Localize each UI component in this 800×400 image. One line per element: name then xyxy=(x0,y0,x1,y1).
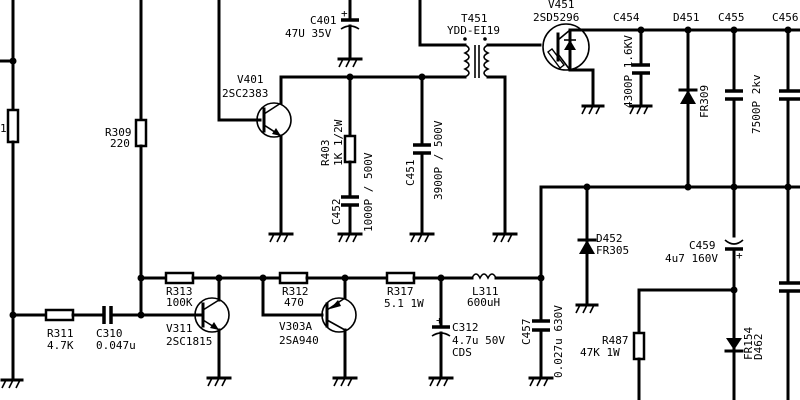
capacitor-c456: C456 xyxy=(772,11,800,284)
c312-plus-sign: + xyxy=(436,314,443,327)
resistor-r403: R403 1K 1/2W xyxy=(319,119,357,167)
transistor-v451: V451 2SD5296 xyxy=(533,0,800,106)
v451-value: 2SD5296 xyxy=(533,11,579,24)
d462-value: FR154 xyxy=(742,327,755,360)
ground-icon xyxy=(337,232,363,243)
c452-value: 1000P / 500V xyxy=(362,152,375,232)
resistor-r311: R311 4.7K xyxy=(44,308,75,352)
r311-value: 4.7K xyxy=(47,339,74,352)
ground-icon xyxy=(337,57,363,68)
r317-ref: R317 xyxy=(387,285,414,298)
diode-d462: FR154 D462 xyxy=(724,327,765,361)
c459-ref: C459 xyxy=(689,239,716,252)
transistor-v311: V311 2SC1815 xyxy=(166,276,230,378)
capacitor-c451: C451 3900P / 500V xyxy=(404,75,445,234)
r403-value: 1K 1/2W xyxy=(332,119,345,166)
transformer-t451: T451 YDD-EI19 xyxy=(418,0,542,234)
c401-ref: C401 xyxy=(310,14,337,27)
c401-value: 47U 35V xyxy=(285,27,332,40)
ground-icon xyxy=(268,232,294,243)
c312-type: CDS xyxy=(452,346,472,359)
r311-ref: R311 xyxy=(47,327,74,340)
transistor-v401: V401 2SC2383 xyxy=(222,73,292,234)
t451-ref: T451 xyxy=(461,12,488,25)
d462-ref: D462 xyxy=(752,334,765,361)
r309-ref: R309 xyxy=(105,126,132,139)
v303a-ref: V303A xyxy=(279,320,312,333)
r403-ref: R403 xyxy=(319,140,332,167)
ground-icon xyxy=(206,376,232,387)
capacitor-c312: + C312 4.7u 50V CDS xyxy=(431,276,505,378)
resistor-r309: R309 220 xyxy=(105,0,148,317)
r313-value: 100K xyxy=(166,296,193,309)
c455-ref: C455 xyxy=(718,11,745,24)
t451-value: YDD-EI19 xyxy=(447,24,500,37)
c457-value: 0.027u 630V xyxy=(552,305,565,378)
d451-ref: D451 xyxy=(673,11,700,24)
c312-value: 4.7u 50V xyxy=(452,334,505,347)
r313-ref: R313 xyxy=(166,285,193,298)
r312-value: 470 xyxy=(284,296,304,309)
l311-value: 600uH xyxy=(467,296,500,309)
ground-icon xyxy=(528,376,554,387)
d452-value: FR305 xyxy=(596,244,629,257)
r487-ref: R487 xyxy=(602,334,629,347)
resistor-r317: R317 5.1 1W xyxy=(384,271,424,310)
c310-value: 0.047u xyxy=(96,339,136,352)
v451-ref: V451 xyxy=(548,0,575,11)
c401-plus-sign: + xyxy=(341,7,348,20)
capacitor-c459: + C459 4u7 160V xyxy=(665,239,744,400)
c459-plus-sign: + xyxy=(736,249,743,262)
c457-ref: C457 xyxy=(520,319,533,346)
r487-value: 47K 1W xyxy=(580,346,620,359)
capacitor-c455: C455 7500P 2kv xyxy=(718,11,763,238)
diode-d451: D451 FR309 xyxy=(673,11,711,189)
v401-ref: V401 xyxy=(237,73,264,86)
label-partial-left: 1 xyxy=(0,122,7,135)
resistor-partial-left xyxy=(6,108,20,144)
c459-value: 4u7 160V xyxy=(665,252,718,265)
ground-icon xyxy=(629,104,653,115)
c455-value: 7500P 2kv xyxy=(750,74,763,134)
capacitor-c454: C454 4300P 1.6KV xyxy=(613,11,650,108)
r309-value: 220 xyxy=(110,137,130,150)
ground-icon xyxy=(332,376,358,387)
v303a-value: 2SA940 xyxy=(279,334,319,347)
c451-ref: C451 xyxy=(404,160,417,187)
l311-ref: L311 xyxy=(472,285,499,298)
left-rail: 1 xyxy=(0,0,24,389)
c451-value: 3900P / 500V xyxy=(432,120,445,200)
inductor-l311: L311 600uH xyxy=(467,273,500,309)
ground-icon xyxy=(581,104,605,115)
transistor-v303a: V303A 2SA940 xyxy=(279,276,357,378)
d452-ref: D452 xyxy=(596,232,623,245)
v311-ref: V311 xyxy=(166,322,193,335)
capacitor-c401: + C401 47U 35V xyxy=(285,0,360,59)
d451-value: FR309 xyxy=(698,85,711,118)
ground-icon xyxy=(428,376,454,387)
c454-value: 4300P 1.6KV xyxy=(622,35,635,108)
capacitor-c310: C310 0.047u xyxy=(96,306,136,352)
r317-value: 5.1 1W xyxy=(384,297,424,310)
c452-ref: C452 xyxy=(330,199,343,226)
diode-d452: D452 FR305 xyxy=(577,185,629,306)
resistor-r313: R313 100K xyxy=(164,271,195,309)
r312-ref: R312 xyxy=(282,285,309,298)
ground-icon xyxy=(492,232,518,243)
v311-value: 2SC1815 xyxy=(166,335,212,348)
c456-ref: C456 xyxy=(772,11,799,24)
ground-icon xyxy=(409,232,435,243)
ground-icon xyxy=(0,378,24,389)
resistor-r487: R487 47K 1W xyxy=(580,331,646,361)
c310-ref: C310 xyxy=(96,327,123,340)
v401-value: 2SC2383 xyxy=(222,87,268,100)
capacitor-c457: C457 0.027u 630V xyxy=(520,185,565,378)
c312-ref: C312 xyxy=(452,321,479,334)
capacitor-c452: C452 1000P / 500V xyxy=(330,152,375,234)
ground-icon xyxy=(575,303,599,314)
resistor-r312: R312 470 xyxy=(278,271,309,309)
c454-ref: C454 xyxy=(613,11,640,24)
